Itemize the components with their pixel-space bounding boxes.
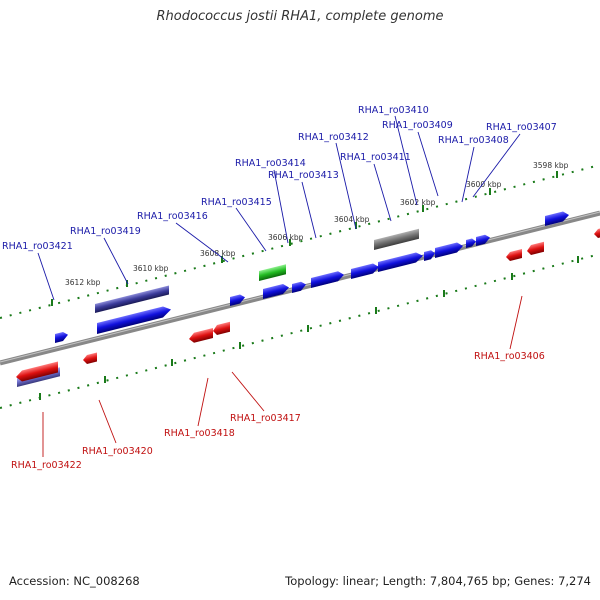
gene-label: RHA1_ro03413 xyxy=(268,170,339,181)
leader-line xyxy=(235,207,267,252)
leader-line xyxy=(373,163,392,222)
gene-label: RHA1_ro03412 xyxy=(298,132,369,143)
reverse-genes[interactable] xyxy=(16,227,600,383)
forward-gene xyxy=(435,242,463,258)
accession-text: Accession: NC_008268 xyxy=(9,574,140,588)
reverse-gene xyxy=(506,249,522,262)
leader-line xyxy=(98,399,117,444)
gene-label: RHA1_ro03410 xyxy=(358,105,429,116)
rna-gene[interactable] xyxy=(259,264,286,281)
gene-label: RHA1_ro03418 xyxy=(164,428,235,439)
scale-label: 3608 kbp xyxy=(200,249,236,258)
scale-label: 3604 kbp xyxy=(334,215,370,224)
pseudo-gene xyxy=(374,228,419,250)
gene-label: RHA1_ro03417 xyxy=(230,413,301,424)
gene-label: RHA1_ro03419 xyxy=(70,226,141,237)
forward-gene xyxy=(424,250,435,261)
leader-line xyxy=(103,237,129,285)
forward-gene-labels[interactable]: RHA1_ro03421 RHA1_ro03419 RHA1_ro03416 R… xyxy=(2,105,557,252)
gene-label: RHA1_ro03409 xyxy=(382,120,453,131)
reverse-gene xyxy=(527,241,544,256)
reverse-gene xyxy=(16,361,58,382)
forward-gene xyxy=(351,263,379,279)
leader-line xyxy=(197,377,209,427)
gene-label: RHA1_ro03416 xyxy=(137,211,208,222)
gene-label: RHA1_ro03415 xyxy=(201,197,272,208)
scale-label: 3602 kbp xyxy=(400,198,436,207)
gene-label: RHA1_ro03408 xyxy=(438,135,509,146)
reverse-gene-labels[interactable]: RHA1_ro03422 RHA1_ro03420 RHA1_ro03418 R… xyxy=(11,351,545,471)
forward-gene xyxy=(292,281,306,293)
scale-label: 3598 kbp xyxy=(533,161,569,170)
gene-label: RHA1_ro03411 xyxy=(340,152,411,163)
leader-line xyxy=(461,146,475,203)
forward-gene xyxy=(263,284,289,299)
forward-gene xyxy=(55,332,68,343)
leader-line xyxy=(509,295,523,350)
leader-line xyxy=(273,169,289,244)
forward-gene xyxy=(230,294,245,306)
gene-label: RHA1_ro03414 xyxy=(235,158,306,169)
forward-gene xyxy=(311,271,344,288)
forward-gene xyxy=(97,306,171,334)
reverse-gene xyxy=(213,321,230,336)
leader-line xyxy=(175,222,229,263)
leader-line xyxy=(37,252,55,301)
gene-label: RHA1_ro03422 xyxy=(11,460,82,471)
cds-region xyxy=(95,285,169,313)
leader-line xyxy=(231,371,265,412)
forward-gene xyxy=(545,211,569,226)
gene-label: RHA1_ro03406 xyxy=(474,351,545,362)
forward-gene xyxy=(378,252,423,272)
genome-summary-text: Topology: linear; Length: 7,804,765 bp; … xyxy=(285,574,591,588)
reverse-gene xyxy=(189,328,213,343)
leader-line xyxy=(335,142,357,230)
leader-line xyxy=(472,133,521,198)
reverse-gene xyxy=(83,352,97,365)
leader-line xyxy=(417,131,439,197)
leader-line xyxy=(301,181,317,239)
scale-label: 3612 kbp xyxy=(65,278,101,287)
scale-label: 3610 kbp xyxy=(133,264,169,273)
reverse-leader-lines xyxy=(42,295,523,457)
gene-label: RHA1_ro03407 xyxy=(486,122,557,133)
forward-genes[interactable] xyxy=(55,210,569,343)
genome-title: Rhodococcus jostii RHA1, complete genome xyxy=(156,9,444,24)
reverse-gene xyxy=(594,227,600,239)
forward-gene xyxy=(466,238,476,248)
leader-line xyxy=(394,115,418,206)
gene-label: RHA1_ro03420 xyxy=(82,446,153,457)
forward-gene xyxy=(476,234,490,246)
scale-label: 3600 kbp xyxy=(466,180,502,189)
ruler-major-ticks xyxy=(39,171,579,400)
scale-label: 3606 kbp xyxy=(268,233,304,242)
forward-leader-lines xyxy=(37,115,521,301)
gene-label: RHA1_ro03421 xyxy=(2,241,73,252)
scale-labels: 3598 kbp 3600 kbp 3602 kbp 3604 kbp 3606… xyxy=(65,161,569,287)
